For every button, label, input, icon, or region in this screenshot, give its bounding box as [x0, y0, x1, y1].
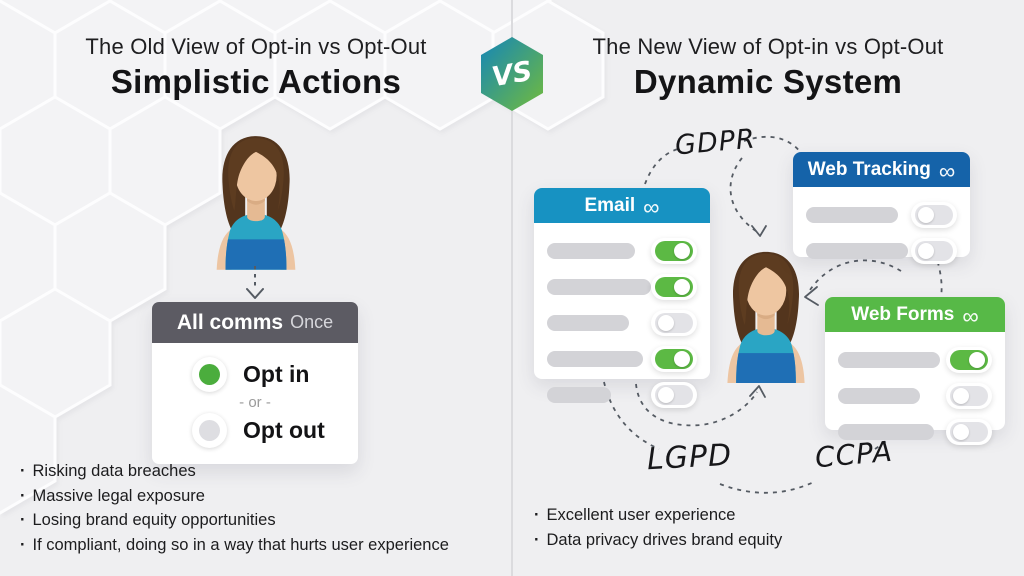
opt-out-option[interactable]: Opt out — [152, 413, 358, 448]
web-forms-card-title: Web Forms — [851, 303, 955, 325]
web-forms-card-header: Web Forms ∞ — [825, 297, 1005, 332]
drawback-item: If compliant, doing so in a way that hur… — [20, 533, 508, 558]
all-comms-title: All comms — [176, 310, 284, 334]
opt-out-label: Opt out — [243, 417, 325, 443]
old-view-titles: The Old View of Opt-in vs Opt-Out Simpli… — [0, 34, 512, 101]
vs-badge: VS — [481, 37, 543, 111]
opt-out-radio[interactable] — [192, 413, 227, 448]
preference-row — [806, 202, 957, 228]
text-placeholder-bar — [547, 315, 629, 331]
drawback-item: Risking data breaches — [20, 459, 508, 484]
text-placeholder-bar — [547, 351, 643, 367]
preference-row — [838, 383, 992, 409]
email-card-title: Email — [584, 194, 636, 216]
opt-in-label: Opt in — [243, 361, 310, 387]
text-placeholder-bar — [547, 279, 651, 295]
new-view-benefits: Excellent user experience Data privacy d… — [534, 503, 1014, 552]
web-forms-card-body — [825, 332, 1005, 445]
text-placeholder-bar — [806, 243, 908, 259]
text-placeholder-bar — [547, 243, 635, 259]
email-card-header: Email ∞ — [534, 188, 710, 223]
toggle-switch[interactable] — [651, 310, 697, 336]
preference-row — [547, 274, 697, 300]
old-view-subtitle: The Old View of Opt-in vs Opt-Out — [85, 34, 427, 59]
preference-row — [547, 310, 697, 336]
text-placeholder-bar — [806, 207, 898, 223]
preference-row — [547, 238, 697, 264]
toggle-switch[interactable] — [651, 238, 697, 264]
lgpd-label: LGPD — [646, 437, 734, 478]
benefit-item: Data privacy drives brand equity — [534, 528, 1014, 553]
all-comms-card-body: Opt in - or - Opt out — [152, 343, 358, 464]
preference-row — [806, 238, 957, 264]
opt-in-radio[interactable] — [192, 357, 227, 392]
vs-hexagon-shape — [481, 37, 543, 111]
web-forms-channel-card: Web Forms ∞ — [825, 297, 1005, 445]
old-view-title: Simplistic Actions — [110, 63, 402, 100]
toggle-switch[interactable] — [946, 419, 992, 445]
toggle-switch[interactable] — [651, 382, 697, 408]
drawback-item: Losing brand equity opportunities — [20, 508, 508, 533]
user-avatar-new — [708, 248, 824, 383]
preference-row — [838, 419, 992, 445]
new-view-panel: The New View of Opt-in vs Opt-Out Dynami… — [512, 0, 1024, 576]
text-placeholder-bar — [838, 424, 934, 440]
drawback-item: Massive legal exposure — [20, 484, 508, 509]
preference-row — [547, 382, 697, 408]
toggle-switch[interactable] — [946, 383, 992, 409]
web-tracking-card-header: Web Tracking ∞ — [793, 152, 970, 187]
toggle-switch[interactable] — [911, 238, 957, 264]
vs-label: VS — [490, 56, 535, 94]
toggle-switch[interactable] — [651, 274, 697, 300]
toggle-switch[interactable] — [651, 346, 697, 372]
user-avatar-old — [197, 132, 315, 270]
text-placeholder-bar — [838, 388, 920, 404]
text-placeholder-bar — [547, 387, 611, 403]
new-view-title: Dynamic System — [633, 63, 903, 100]
new-view-titles: The New View of Opt-in vs Opt-Out Dynami… — [512, 34, 1024, 101]
web-tracking-card-body — [793, 187, 970, 264]
opt-in-option[interactable]: Opt in — [152, 357, 358, 392]
benefit-item: Excellent user experience — [534, 503, 1014, 528]
email-channel-card: Email ∞ — [534, 188, 710, 408]
web-tracking-channel-card: Web Tracking ∞ — [793, 152, 970, 264]
preference-row — [838, 347, 992, 373]
new-view-subtitle: The New View of Opt-in vs Opt-Out — [592, 34, 944, 59]
ccpa-label: CCPA — [813, 434, 895, 475]
email-card-body — [534, 223, 710, 408]
old-view-panel: The Old View of Opt-in vs Opt-Out Simpli… — [0, 0, 512, 576]
old-view-drawbacks: Risking data breaches Massive legal expo… — [20, 459, 508, 557]
toggle-switch[interactable] — [911, 202, 957, 228]
preference-row — [547, 346, 697, 372]
text-placeholder-bar — [838, 352, 940, 368]
all-comms-card-header: All comms Once — [152, 302, 358, 343]
or-separator: - or - — [239, 394, 271, 411]
down-dashed-arrow — [246, 266, 264, 299]
all-comms-frequency: Once — [290, 312, 334, 332]
toggle-switch[interactable] — [946, 347, 992, 373]
all-comms-card: All comms Once Opt in - or - Opt out — [152, 302, 358, 464]
panel-divider — [511, 0, 513, 576]
web-tracking-card-title: Web Tracking — [807, 158, 931, 180]
